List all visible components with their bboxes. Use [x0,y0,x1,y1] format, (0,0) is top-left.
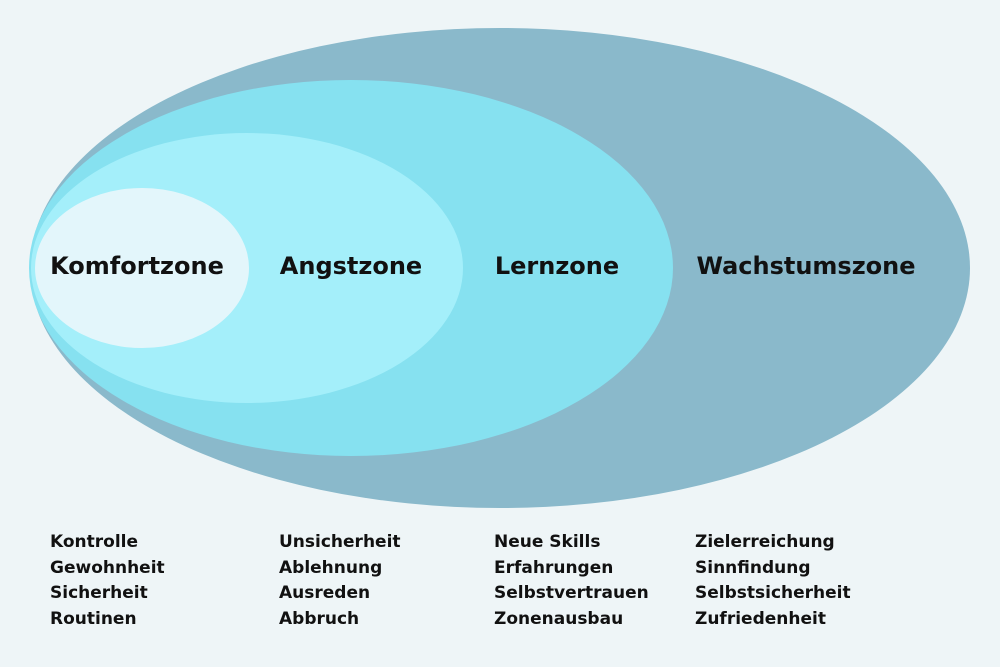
list-item: Unsicherheit [279,532,401,552]
komfortzone-list: Kontrolle Gewohnheit Sicherheit Routinen [50,530,165,632]
list-item: Selbstvertrauen [494,583,649,603]
list-item: Zufriedenheit [695,608,826,629]
list-item: Erfahrungen [494,557,614,578]
list-item: Neue Skills [494,532,601,552]
wachstumszone-label: Wachstumszone [696,252,916,280]
list-item: Sicherheit [50,583,148,603]
list-item: Ablehnung [279,557,383,578]
wachstumszone-list: Zielerreichung Sinnfindung Selbstsicherh… [695,530,851,632]
lernzone-list: Neue Skills Erfahrungen Selbstvertrauen … [494,530,649,632]
angstzone-label: Angstzone [279,252,423,280]
angstzone-list: Unsicherheit Ablehnung Ausreden Abbruch [279,530,401,632]
list-item: Kontrolle [50,532,139,552]
list-item: Sinnfindung [695,557,811,578]
lernzone-label: Lernzone [494,252,620,280]
list-item: Selbstsicherheit [695,583,851,603]
komfortzone-ellipse [35,188,249,348]
list-item: Zonenausbau [494,608,624,629]
list-item: Abbruch [279,608,360,629]
komfortzone-label: Komfortzone [50,252,224,280]
list-item: Ausreden [279,583,371,603]
list-item: Zielerreichung [695,532,835,552]
list-item: Gewohnheit [50,557,165,578]
list-item: Routinen [50,608,137,629]
